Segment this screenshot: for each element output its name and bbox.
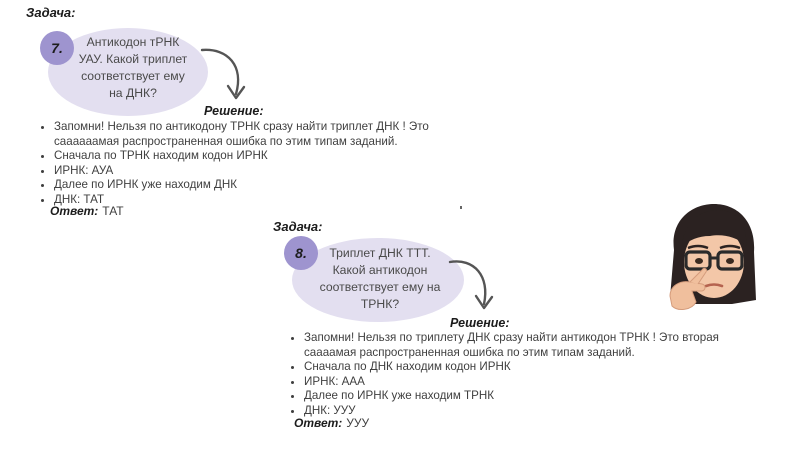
list-item: Запомни! Нельзя по антикодону ТРНК сразу…	[54, 120, 474, 149]
question-line: Какой антикодон	[332, 263, 428, 277]
question-line: Триплет ДНК ТТТ.	[329, 246, 431, 260]
list-item: ИРНК: ААА	[304, 375, 736, 390]
answer-label: Ответ:	[294, 416, 343, 430]
stray-mark	[460, 206, 462, 209]
question-line: ТРНК?	[360, 297, 400, 311]
task-8-answer: Ответ:УУУ	[294, 416, 369, 430]
list-item: Сначала по ТРНК находим кодон ИРНК	[54, 149, 474, 164]
task-7-question-bubble	[48, 28, 208, 116]
task-7-steps: Запомни! Нельзя по антикодону ТРНК сразу…	[38, 120, 474, 208]
list-item: ДНК: УУУ	[304, 404, 736, 419]
curved-arrow-down-icon	[448, 260, 494, 310]
thinking-avatar-icon	[669, 204, 756, 310]
answer-value: ТАТ	[102, 204, 124, 218]
task-7-heading: Задача:	[26, 5, 76, 20]
task-7-solution-heading: Решение:	[204, 104, 264, 118]
question-line: УАУ. Какой триплет	[78, 52, 188, 66]
question-line: на ДНК?	[109, 86, 157, 100]
list-item: ИРНК: АУА	[54, 164, 474, 179]
question-line: соответствует ему	[81, 69, 185, 83]
answer-label: Ответ:	[50, 204, 99, 218]
task-8-heading: Задача:	[273, 219, 323, 234]
list-item: Запомни! Нельзя по триплету ДНК сразу на…	[304, 331, 736, 360]
question-line: соответствует ему на	[319, 280, 441, 294]
task-7-number-badge: 7.	[40, 31, 74, 65]
list-item: Далее по ИРНК уже находим ТРНК	[304, 389, 736, 404]
task-8-steps: Запомни! Нельзя по триплету ДНК сразу на…	[288, 331, 736, 419]
task-8-question-bubble	[292, 238, 464, 322]
answer-value: УУУ	[346, 416, 370, 430]
task-7-question: Антикодон тРНК УАУ. Какой триплет соотве…	[68, 34, 198, 102]
curved-arrow-down-icon	[200, 48, 246, 100]
task-8-solution-heading: Решение:	[450, 316, 510, 330]
question-line: Антикодон тРНК	[86, 35, 180, 49]
list-item: Сначала по ДНК находим кодон ИРНК	[304, 360, 736, 375]
list-item: ДНК: ТАТ	[54, 193, 474, 208]
task-8-number-badge: 8.	[284, 236, 318, 270]
list-item: Далее по ИРНК уже находим ДНК	[54, 178, 474, 193]
task-7-answer: Ответ:ТАТ	[50, 204, 124, 218]
task-8-question: Триплет ДНК ТТТ. Какой антикодон соответ…	[310, 245, 450, 313]
